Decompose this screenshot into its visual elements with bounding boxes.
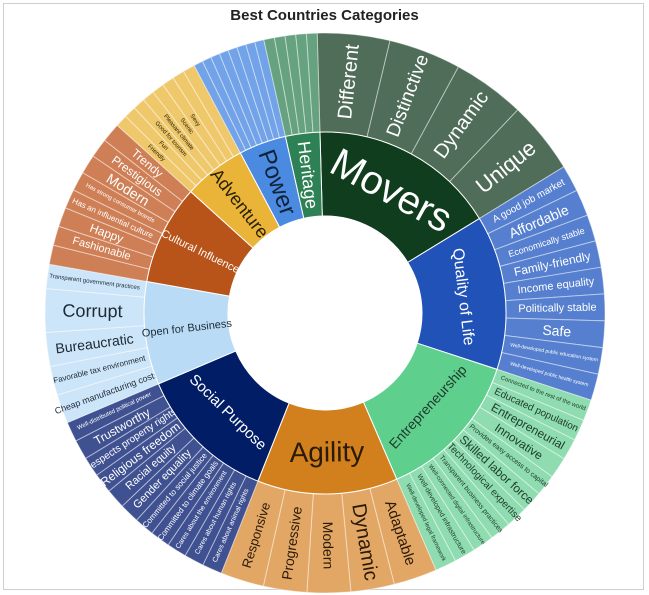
sector-label-modern: Modern (320, 522, 337, 570)
sector-label-politically-stable: Politically stable (518, 302, 596, 316)
sector-label-fun: Fun (157, 140, 169, 152)
sector-label-corrupt: Corrupt (62, 301, 122, 322)
sector-label-agility: Agility (289, 436, 364, 468)
sector-label-safe: Safe (542, 322, 572, 340)
chart-title: Best Countries Categories (230, 7, 419, 24)
sector-heritage[interactable] (284, 131, 323, 219)
